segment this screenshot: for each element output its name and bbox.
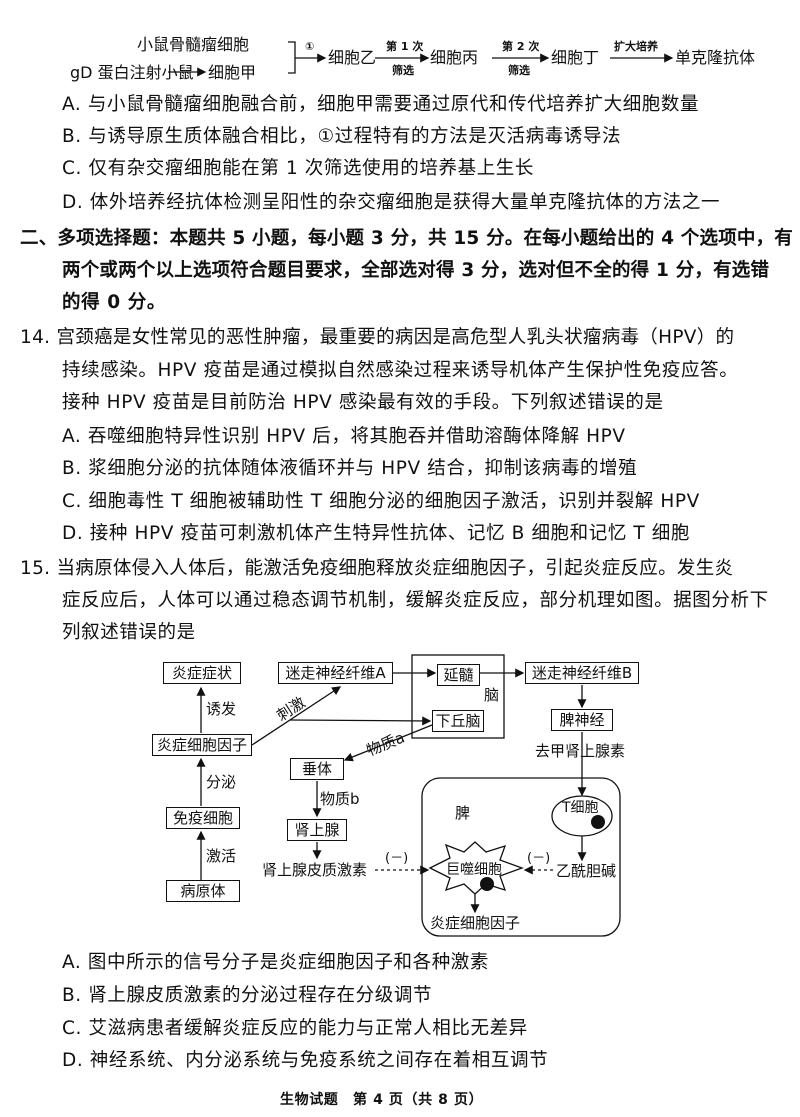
q13-option-d: D. 体外培养经抗体检测呈阳性的杂交瘤细胞是获得大量单克隆抗体的方法之一 (62, 192, 721, 213)
screen2-top: 第 2 次 (502, 40, 540, 53)
cytokine-box: 炎症细胞因子 (152, 734, 252, 756)
splenic-nerve-box: 脾神经 (551, 709, 613, 731)
adrenal-box: 肾上腺 (287, 819, 347, 841)
induce-label: 诱发 (206, 700, 237, 718)
q13-option-c: C. 仅有杂交瘤细胞能在第 1 次筛选使用的培养基上生长 (62, 158, 535, 179)
screen1-bottom: 筛选 (392, 64, 414, 77)
norepinephrine-label: 去甲肾上腺素 (535, 742, 626, 760)
immune-cell-box: 免疫细胞 (166, 807, 240, 829)
inhibit-label-1: (－) (385, 851, 409, 866)
q15-option-a: A. 图中所示的信号分子是炎症细胞因子和各种激素 (62, 952, 489, 973)
cell-ding-label: 细胞丁 (551, 48, 600, 67)
pituitary-box: 垂体 (290, 758, 344, 780)
step1-label: ① (305, 40, 315, 53)
page-footer: 生物试题 第 4 页（共 8 页） (280, 1092, 484, 1108)
q14-option-d: D. 接种 HPV 疫苗可刺激机体产生特异性抗体、记忆 B 细胞和记忆 T 细胞 (62, 523, 691, 544)
hypothalamus-box: 下丘脑 (432, 710, 484, 732)
pathogen-box: 病原体 (166, 880, 240, 902)
t-cell-nucleus (591, 815, 605, 829)
q15-option-b: B. 肾上腺皮质激素的分泌过程存在分级调节 (62, 985, 433, 1006)
cell-bing-label: 细胞丙 (430, 48, 479, 67)
vagus-b-box: 迷走神经纤维B (525, 662, 639, 684)
macrophage-label: 巨噬细胞 (446, 862, 502, 878)
monoclonal-antibody-label: 单克隆抗体 (675, 48, 756, 67)
q13-option-b: B. 与诱导原生质体融合相比，①过程特有的方法是灭活病毒诱导法 (62, 126, 622, 147)
t-cell-label: T细胞 (562, 800, 599, 816)
q15-option-d: D. 神经系统、内分泌系统与免疫系统之间存在着相互调节 (62, 1050, 549, 1071)
screen2-bottom: 筛选 (508, 64, 530, 77)
inhibit-label-2: (－) (527, 851, 551, 866)
cell-jia-label: 细胞甲 (208, 63, 257, 82)
section2-heading-line3: 的得 0 分。 (62, 292, 166, 313)
q14-option-b: B. 浆细胞分泌的抗体随体液循环并与 HPV 结合，抑制该病毒的增殖 (62, 458, 638, 479)
vagus-a-box: 迷走神经纤维A (278, 662, 393, 684)
substance-b-label: 物质b (320, 790, 360, 808)
q14-stem-line2: 持续感染。HPV 疫苗是通过模拟自然感染过程来诱导机体产生保护性免疫应答。 (62, 360, 739, 381)
brain-label: 脑 (484, 686, 500, 704)
secrete-label: 分泌 (206, 773, 237, 791)
cell-yi-label: 细胞乙 (328, 48, 377, 67)
section2-heading-line2: 两个或两个以上选项符合题目要求，全部选对得 3 分，选对但不全的得 1 分，有选… (62, 260, 770, 281)
section2-heading-line1: 二、多项选择题：本题共 5 小题，每小题 3 分，共 15 分。在每小题给出的 … (20, 228, 793, 249)
q13-option-a: A. 与小鼠骨髓瘤细胞融合前，细胞甲需要通过原代和传代培养扩大细胞数量 (62, 94, 700, 115)
inflammation-symptoms-box: 炎症症状 (163, 662, 241, 684)
activate-label: 激活 (206, 847, 237, 865)
screen1-top: 第 1 次 (386, 40, 424, 53)
spleen-label: 脾 (455, 804, 471, 822)
q14-option-a: A. 吞噬细胞特异性识别 HPV 后，将其胞吞并借助溶酶体降解 HPV (62, 426, 626, 447)
macrophage-nucleus (480, 877, 494, 891)
q15-stem-line3: 列叙述错误的是 (62, 622, 196, 643)
spleen-cytokine-label: 炎症细胞因子 (430, 914, 521, 932)
injected-mouse-label: gD 蛋白注射小鼠 (70, 63, 194, 82)
q15-stem-line2: 症反应后，人体可以通过稳态调节机制，缓解炎症反应，部分机理如图。据图分析下 (62, 590, 769, 611)
corticoid-label: 肾上腺皮质激素 (262, 861, 368, 879)
flow-arrows (168, 41, 674, 77)
q15-stem-line1: 15. 当病原体侵入人体后，能激活免疫细胞释放炎症细胞因子，引起炎症反应。发生炎 (20, 558, 734, 579)
myeloma-cell-label: 小鼠骨髓瘤细胞 (137, 35, 250, 54)
q14-option-c: C. 细胞毒性 T 细胞被辅助性 T 细胞分泌的细胞因子激活，识别并裂解 HPV (62, 491, 700, 512)
medulla-box: 延髓 (437, 664, 480, 686)
expand-culture-label: 扩大培养 (614, 40, 658, 53)
q15-option-c: C. 艾滋病患者缓解炎症反应的能力与正常人相比无差异 (62, 1018, 528, 1039)
q14-stem-line3: 接种 HPV 疫苗是目前防治 HPV 感染最有效的手段。下列叙述错误的是 (62, 392, 664, 413)
acetylcholine-label: 乙酰胆碱 (556, 862, 617, 880)
q14-stem-line1: 14. 宫颈癌是女性常见的恶性肿瘤，最重要的病因是高危型人乳头状瘤病毒（HPV）… (20, 327, 735, 348)
